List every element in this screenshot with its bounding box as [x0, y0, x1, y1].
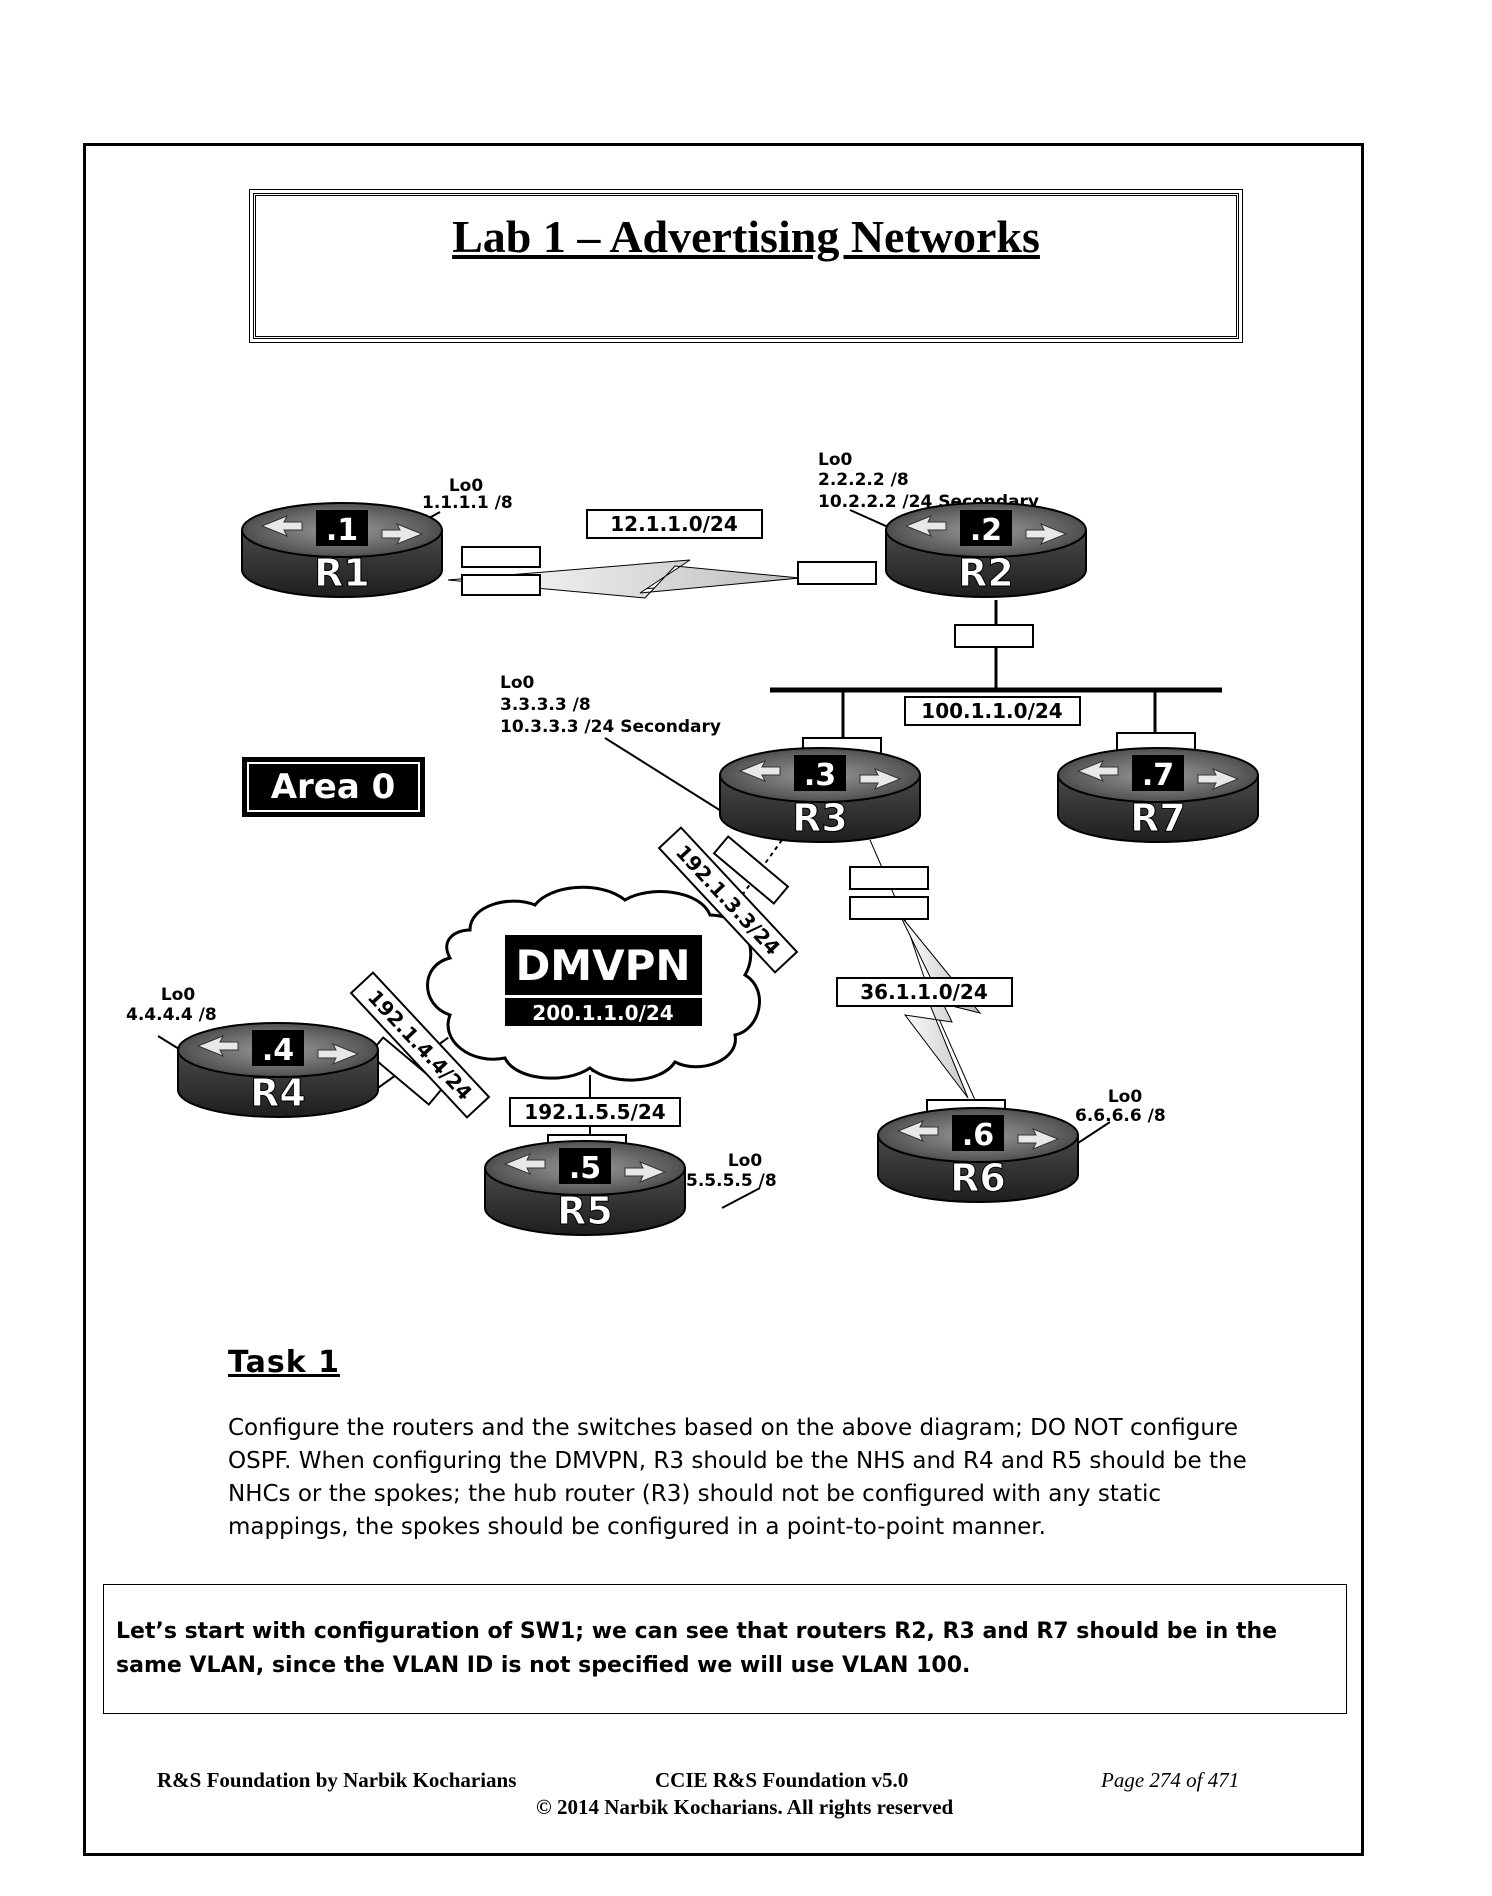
router-id-r5: .5 [569, 1151, 601, 1186]
footer-copyright: © 2014 Narbik Kocharians. All rights res… [536, 1795, 954, 1819]
router-arrows-icon [1076, 760, 1240, 790]
r5-lo-line-1: 5.5.5.5 /8 [686, 1171, 777, 1191]
page-title: Lab 1 – Advertising Networks [452, 211, 1040, 262]
router-name-r1: R1 [314, 551, 370, 595]
router-arrows-icon [738, 760, 902, 790]
router-id-r7: .7 [1142, 758, 1174, 793]
dmvpn-cloud: DMVPN 200.1.1.0/24 [426, 885, 761, 1082]
router-id-r1: .1 [326, 513, 358, 548]
router-name-r6: R6 [950, 1156, 1006, 1200]
r3-if-tunnel [712, 835, 790, 905]
router-r2: .2R2 [885, 502, 1087, 598]
link-label-r3-r6: 36.1.1.0/24 [860, 980, 988, 1004]
page-frame [83, 143, 1364, 1856]
r3-lo-label: Lo0 [500, 673, 535, 693]
r3-lo-line-2: 10.3.3.3 /24 Secondary [500, 717, 721, 737]
interface-boxes [367, 546, 1196, 1158]
router-arrows-icon [503, 1153, 667, 1183]
area-label-box: Area 0 [242, 757, 425, 817]
dmvpn-subnet: 200.1.1.0/24 [532, 1001, 673, 1025]
r1-lo-label: Lo0 [449, 476, 484, 496]
router-id-r2: .2 [970, 513, 1002, 548]
router-arrows-icon [196, 1035, 360, 1065]
router-arrows-icon [904, 515, 1068, 545]
footer-author: R&S Foundation by Narbik Kocharians [157, 1768, 517, 1792]
router-id-r3: .3 [804, 758, 836, 793]
r1-if-bottom [461, 574, 541, 596]
router-id-r6: .6 [962, 1118, 994, 1153]
r6-lo-label: Lo0 [1108, 1087, 1143, 1107]
r3-lo-line-1: 3.3.3.3 /8 [500, 695, 591, 715]
router-arrows-icon [896, 1120, 1060, 1150]
r2-if-lan [954, 624, 1034, 648]
r4-lo-line-1: 4.4.4.4 /8 [126, 1005, 217, 1025]
note-text: Let’s start with configuration of SW1; w… [116, 1619, 1278, 1678]
r2-if-serial [797, 561, 877, 585]
router-name-r5: R5 [557, 1189, 613, 1233]
r4-lo-label: Lo0 [161, 985, 196, 1005]
note-box: Let’s start with configuration of SW1; w… [103, 1584, 1347, 1714]
router-r3: .3R3 [719, 747, 921, 843]
router-r7: .7R7 [1057, 747, 1259, 843]
link-label-lan: 100.1.1.0/24 [921, 699, 1062, 723]
router-name-r4: R4 [250, 1071, 306, 1115]
r3-if-serial-bottom [849, 896, 929, 920]
title-box: Lab 1 – Advertising Networks [249, 189, 1243, 343]
router-arrows-icon [260, 515, 424, 545]
router-layer: .1R1 .2R2 .3R3 .4R4 .5R5 .6R6 .7R7 [177, 502, 1259, 1236]
footer-course: CCIE R&S Foundation v5.0 [655, 1768, 909, 1792]
link-label-r5-tunnel: 192.1.5.5/24 [524, 1100, 665, 1124]
r2-lo-line-1: 2.2.2.2 /8 [818, 470, 909, 490]
dmvpn-label: DMVPN [515, 941, 690, 990]
r1-lo-line-1: 1.1.1.1 /8 [422, 493, 513, 513]
router-r4: .4R4 [177, 1022, 379, 1118]
router-id-r4: .4 [262, 1033, 294, 1068]
r2-lo-label: Lo0 [818, 450, 853, 470]
footer-page: Page 274 of 471 [1101, 1768, 1240, 1792]
router-name-r3: R3 [792, 796, 848, 840]
router-r6: .6R6 [877, 1107, 1079, 1203]
r6-lo-line-1: 6.6.6.6 /8 [1075, 1106, 1166, 1126]
task-body: Configure the routers and the switches b… [228, 1415, 1247, 1540]
r5-lo-label: Lo0 [728, 1151, 763, 1171]
router-name-r7: R7 [1130, 796, 1186, 840]
router-r5: .5R5 [484, 1140, 686, 1236]
router-name-r2: R2 [958, 551, 1014, 595]
router-r1: .1R1 [241, 502, 443, 598]
task-heading: Task 1 [228, 1345, 340, 1380]
r3-if-serial-top [849, 866, 929, 890]
r1-if-top [461, 546, 541, 568]
link-label-r1-r2: 12.1.1.0/24 [610, 512, 738, 536]
area-label: Area 0 [271, 767, 396, 807]
